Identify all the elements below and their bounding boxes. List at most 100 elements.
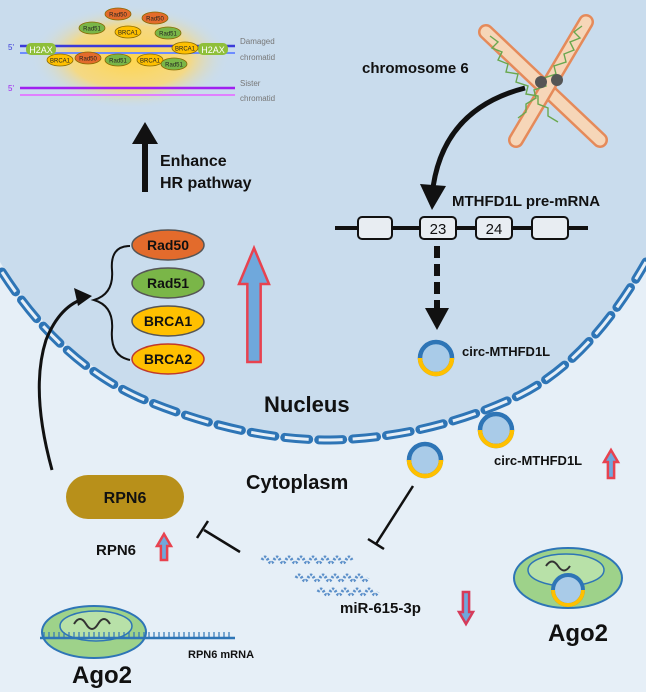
exon-24	[475, 216, 513, 240]
splicing-arrowhead	[425, 308, 449, 330]
pre-mrna-label: MTHFD1L pre-mRNA	[452, 193, 600, 210]
dna-protein-label: BRCA1	[140, 59, 161, 65]
up-arrow-shape	[237, 244, 271, 364]
dna-protein-blob	[171, 41, 199, 55]
hr-protein-rad50	[131, 229, 205, 261]
mthfd1l-gene: 23 24	[335, 216, 588, 240]
ago2-right-circ-rna-yellow	[551, 589, 585, 607]
ago2-left-complex	[40, 605, 235, 659]
exon-22	[357, 216, 393, 240]
dna-protein-blob	[114, 25, 142, 39]
dna-protein-label: Rad51	[109, 59, 127, 65]
cytoplasm-label: Cytoplasm	[246, 472, 348, 494]
nuclear-membrane-inner	[0, 261, 646, 442]
down-arrow-shape	[456, 590, 476, 627]
sister-label-line1: Sister	[240, 79, 261, 88]
damaged-label-line2: chromatid	[240, 53, 275, 62]
dna-protein-label: BRCA1	[118, 31, 139, 37]
mirna-label: miR-615-3p	[340, 600, 421, 617]
rpn6-up-arrow	[154, 531, 174, 562]
dna-protein-label: Rad50	[146, 17, 164, 23]
circ-inhibits-mirna-line	[374, 485, 415, 545]
chromosome-to-gene-arrow	[429, 85, 526, 197]
dna-protein-blob	[46, 53, 74, 67]
nucleus-label: Nucleus	[264, 392, 350, 417]
circ-mthfd1l-up-arrow	[601, 447, 621, 480]
sister-label-line2: chromatid	[240, 94, 275, 103]
hr-protein-rad51	[131, 267, 205, 299]
circ-label-cytoplasm: circ-MTHFD1L	[494, 453, 582, 468]
rpn6-to-proteins-arrowhead	[74, 288, 92, 306]
damaged-label-line1: Damaged	[240, 37, 275, 46]
dna-protein-label: Rad51	[165, 63, 183, 69]
dna-protein-label: Rad51	[159, 32, 177, 38]
hr-text-line2: HR pathway	[160, 175, 252, 192]
ago2-right-complex	[513, 547, 623, 609]
hr-protein-label: Rad51	[147, 275, 189, 291]
dna-protein-blob	[136, 53, 164, 67]
hr-proteins-up-arrow	[237, 244, 271, 364]
dna-protein-blob	[104, 53, 132, 67]
dna-protein-label: BRCA1	[50, 59, 71, 65]
h2ax-right-box	[198, 43, 228, 55]
hr-protein-label: Rad50	[147, 237, 189, 253]
rpn6-protein-box	[66, 475, 184, 519]
circ-label-nucleus: circ-MTHFD1L	[462, 344, 550, 359]
dna-protein-blob	[78, 21, 106, 35]
rpn6-mrna-ticks	[43, 632, 230, 638]
circ-inhibits-mirna-bar	[367, 537, 385, 551]
rpn6-mrna-label: RPN6 mRNA	[188, 649, 254, 661]
dna-protein-blob	[104, 7, 132, 21]
ago2-right-mirna	[545, 560, 571, 572]
dna-protein-blob	[154, 26, 182, 40]
hr-protein-brca2	[131, 343, 205, 375]
mirna-squiggles	[260, 555, 380, 597]
h2ax-left-box	[26, 43, 56, 55]
mirna-down-arrow	[456, 590, 476, 627]
exon-23-label: 23	[430, 221, 447, 238]
h2ax-left-label: H2AX	[29, 45, 53, 55]
mirna-strand	[260, 555, 354, 565]
five-prime-bottom: 5'	[8, 84, 14, 93]
exon-24-label: 24	[486, 221, 503, 238]
dna-protein-label: Rad50	[79, 57, 97, 63]
circ-rna-ring-yellow	[417, 357, 455, 377]
dna-protein-label: Rad50	[109, 13, 127, 19]
hr-arrow-head	[132, 122, 158, 144]
dna-protein-label: Rad51	[83, 27, 101, 33]
exon-23	[419, 216, 457, 240]
circ-rna-group	[406, 339, 515, 479]
ago2-left-mirna	[73, 618, 111, 630]
mirna-strand	[294, 573, 370, 583]
mirna-inhibits-rpn6-line	[203, 528, 241, 554]
dna-protein-blob	[74, 51, 102, 65]
hr-protein-label: BRCA1	[144, 313, 192, 329]
hr-protein-label: BRCA2	[144, 351, 192, 367]
chromosome-6-icon	[478, 14, 608, 148]
rpn6-label: RPN6	[96, 542, 136, 559]
chromosome-to-gene-arrowhead	[420, 184, 446, 210]
up-arrow-shape	[154, 531, 174, 562]
up-arrow-shape	[601, 447, 621, 480]
mirna-inhibits-rpn6-bar	[195, 520, 210, 539]
circ-rna-ring-yellow	[406, 459, 444, 479]
dna-protein-label: BRCA1	[175, 47, 196, 53]
circ-rna-ring-yellow	[477, 429, 515, 449]
hr-text-line1: Enhance	[160, 153, 227, 170]
rpn6-box-label: RPN6	[104, 490, 147, 507]
ago2-left-label: Ago2	[72, 662, 132, 689]
exon-25	[531, 216, 569, 240]
protein-bracket	[90, 245, 131, 361]
dna-protein-blob	[141, 11, 169, 25]
mirna-strand	[316, 587, 380, 597]
rpn6-to-proteins-arrow	[37, 296, 87, 471]
five-prime-top: 5'	[8, 43, 14, 52]
h2ax-right-label: H2AX	[201, 45, 225, 55]
hr-protein-brca1	[131, 305, 205, 337]
chromosome-label: chromosome 6	[362, 60, 469, 77]
